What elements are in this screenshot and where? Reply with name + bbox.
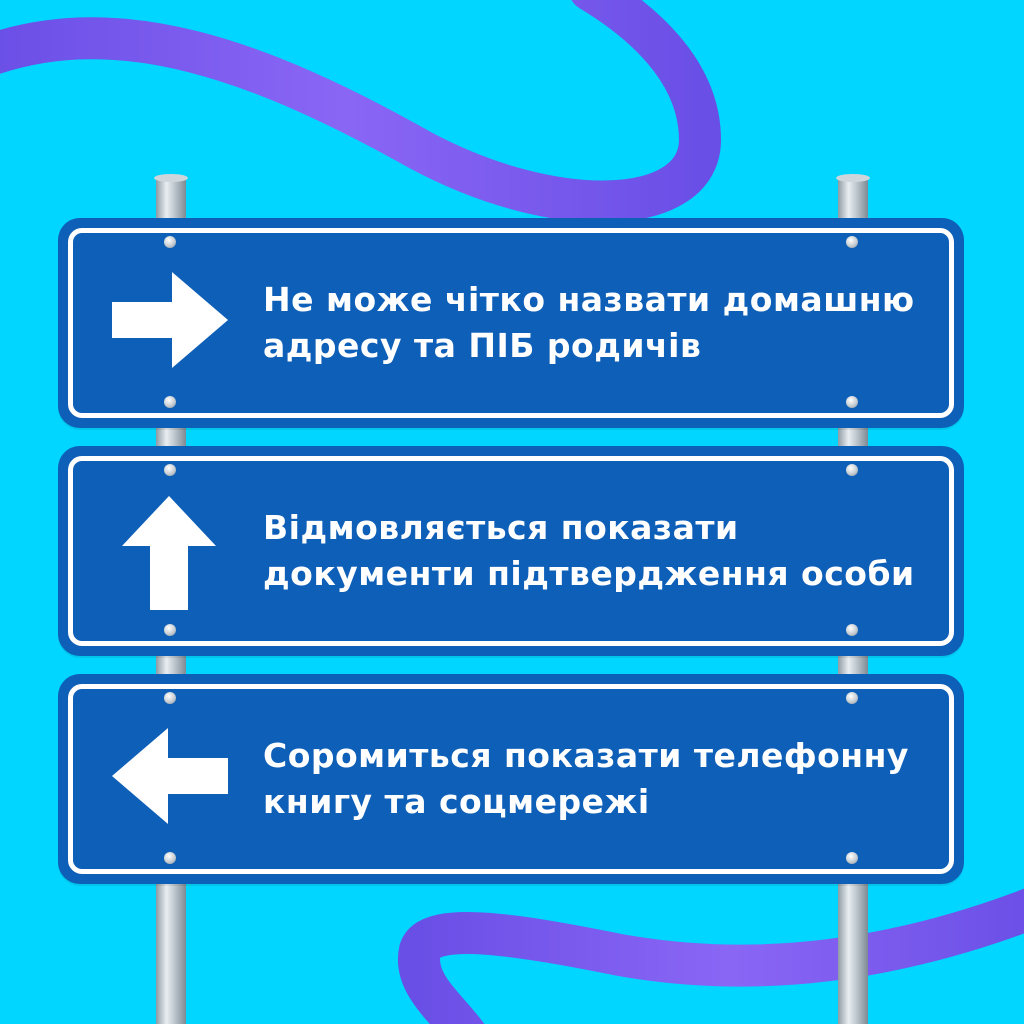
sign-2: Відмовляється показати документи підтвер…: [58, 446, 964, 656]
bolt: [164, 464, 176, 476]
sign-text-line: книгу та соцмережі: [263, 782, 650, 821]
bottom-ribbon: [398, 888, 1024, 1024]
bolt: [846, 236, 858, 248]
bolt: [164, 624, 176, 636]
sign-text-line: адресу та ПІБ родичів: [263, 326, 702, 365]
sign-text-line: Відмовляється показати: [263, 508, 739, 547]
bolt: [846, 396, 858, 408]
sign-text: Відмовляється показати документи підтвер…: [263, 446, 924, 656]
bolt: [164, 692, 176, 704]
bolt: [164, 236, 176, 248]
bolt: [164, 396, 176, 408]
sign-text: Не може чітко назвати домашню адресу та …: [263, 218, 924, 428]
bolt: [164, 852, 176, 864]
bolt: [846, 692, 858, 704]
sign-border: [68, 456, 954, 646]
sign-text-line: Соромиться показати телефонну: [263, 736, 909, 775]
bolt: [846, 852, 858, 864]
sign-text-line: документи підтвердження особи: [263, 554, 915, 593]
sign-text: Соромиться показати телефонну книгу та с…: [263, 674, 924, 884]
bolt: [846, 624, 858, 636]
bolt: [846, 464, 858, 476]
arrow-right-icon: [112, 272, 228, 368]
arrow-up-icon: [122, 496, 216, 610]
top-ribbon: [0, 0, 722, 223]
arrow-left-icon: [112, 728, 228, 824]
sign-1: Не може чітко назвати домашню адресу та …: [58, 218, 964, 428]
sign-3: Соромиться показати телефонну книгу та с…: [58, 674, 964, 884]
sign-text-line: Не може чітко назвати домашню: [263, 280, 915, 319]
